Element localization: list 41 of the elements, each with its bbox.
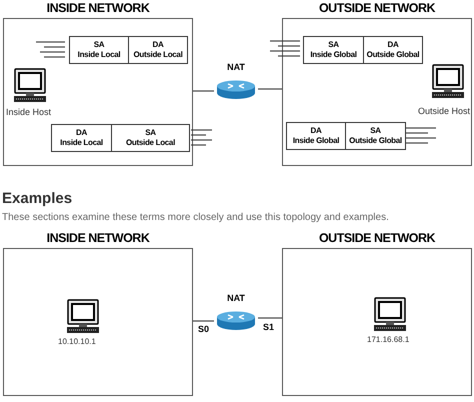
packet-field [286, 122, 346, 150]
field-label: Outside Local [134, 50, 182, 60]
field-label: DA [388, 40, 398, 50]
section-heading: Examples [2, 189, 72, 209]
packet-field [111, 124, 190, 152]
field-label: Outside Local [126, 138, 175, 148]
router-label: NAT [226, 62, 246, 73]
field-label: Inside Global [292, 136, 340, 146]
connector-line [192, 320, 214, 322]
packet-field [303, 36, 364, 64]
description-text: These sections examine these terms more closely and use this topology and examples. [2, 211, 389, 225]
packet-field [51, 124, 112, 152]
network-heading: OUTSIDE NETWORK [318, 231, 436, 246]
packet-field [69, 36, 129, 64]
network-heading: INSIDE NETWORK [46, 1, 151, 16]
interface-label: S1 [262, 322, 276, 333]
field-label: SA [94, 40, 104, 50]
field-label: DA [76, 128, 87, 138]
field-label: SA [328, 40, 339, 50]
host-label: 171.16.68.1 [367, 334, 410, 346]
field-label: Inside Local [60, 138, 103, 148]
interface-label: S0 [197, 324, 210, 335]
field-label: DA [152, 40, 164, 50]
field-label: SA [370, 126, 381, 136]
host-label: 10.10.10.1 [58, 336, 96, 348]
router-label: NAT [226, 293, 246, 304]
network-heading: INSIDE NETWORK [46, 231, 151, 246]
packet-field [363, 36, 423, 64]
packet-field [128, 36, 188, 64]
connector-line [192, 90, 214, 92]
field-label: Inside Local [78, 50, 120, 60]
connector-line [258, 88, 282, 90]
host-label: Inside Host [6, 106, 52, 119]
field-label: SA [145, 128, 156, 138]
field-label: Outside Global [366, 50, 420, 60]
field-label: DA [310, 126, 322, 136]
network-heading: OUTSIDE NETWORK [318, 1, 436, 16]
field-label: Inside Global [310, 50, 357, 60]
field-label: Outside Global [349, 136, 402, 146]
host-label: Outside Host [418, 105, 470, 118]
packet-field [345, 122, 406, 150]
